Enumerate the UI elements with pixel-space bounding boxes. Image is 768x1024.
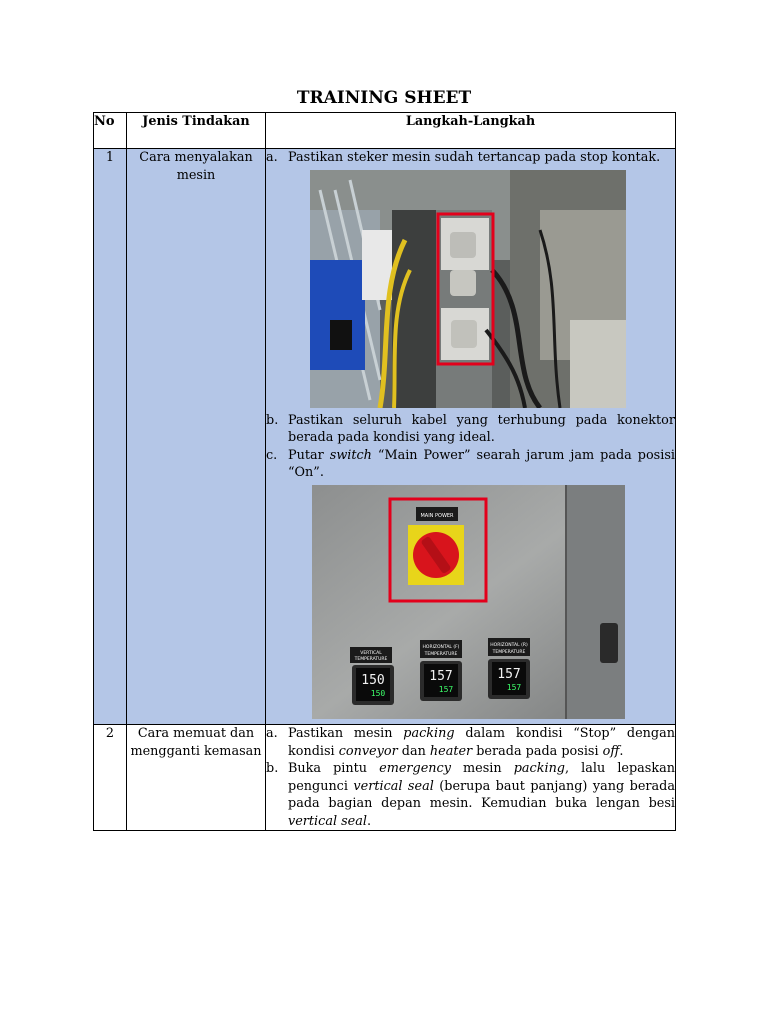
emphasis-text: packing bbox=[403, 726, 455, 741]
step-text: (berupa baut panjang) yang berada pada b… bbox=[288, 778, 675, 812]
table-row: 2 Cara memuat dan mengganti kemasan a. Pa… bbox=[93, 724, 676, 831]
emphasis-text: vertical seal bbox=[353, 778, 434, 794]
step-text: Pastikan seluruh kabel yang terhubung pa… bbox=[288, 412, 675, 446]
row-steps: a. Pastikan mesin packing dalam kondisi “… bbox=[265, 724, 676, 831]
emphasis-text: packing bbox=[513, 761, 566, 776]
step-text: Putar bbox=[288, 447, 330, 463]
meter-label: TEMPERATURE bbox=[424, 651, 458, 657]
step-text: . bbox=[366, 813, 372, 829]
header-steps: Langkah-Langkah bbox=[265, 112, 676, 149]
training-table: No Jenis Tindakan Langkah-Langkah 1 Cara… bbox=[93, 112, 676, 831]
table-header-row: No Jenis Tindakan Langkah-Langkah bbox=[93, 112, 676, 149]
meter-sv: 157 bbox=[439, 685, 454, 694]
row-number: 2 bbox=[93, 724, 127, 831]
temperature-meter: HORIZONTAL (R) TEMPERATURE 157 157 bbox=[488, 637, 530, 699]
step-text: , lalu lepaskan pengunci bbox=[288, 761, 675, 794]
step-text: mesin bbox=[450, 761, 514, 776]
row-action: Cara menyalakan mesin bbox=[126, 148, 266, 725]
step-marker: b. bbox=[266, 761, 279, 776]
step-item: b. Pastikan seluruh kabel yang terhubung … bbox=[266, 412, 675, 447]
temperature-meter: HORIZONTAL (F) TEMPERATURE 157 157 bbox=[420, 639, 462, 701]
header-no: No bbox=[93, 112, 127, 149]
emphasis-text: off bbox=[602, 743, 620, 759]
emphasis-text: heater bbox=[429, 743, 473, 759]
meter-sv: 150 bbox=[371, 689, 386, 698]
header-action: Jenis Tindakan bbox=[126, 112, 266, 149]
power-socket-photo bbox=[310, 169, 626, 408]
step-marker: a. bbox=[266, 150, 278, 165]
step-text: Pastikan steker mesin sudah tertancap pa… bbox=[288, 150, 661, 165]
meter-pv: 157 bbox=[497, 667, 520, 682]
step-marker: c. bbox=[266, 447, 278, 463]
step-text: “Main Power” searah jarum jam pada posis… bbox=[288, 447, 675, 481]
meter-label: TEMPERATURE bbox=[492, 649, 526, 655]
emphasis-text: switch bbox=[329, 447, 372, 463]
page-title: TRAINING SHEET bbox=[296, 88, 472, 108]
step-text: Buka pintu bbox=[288, 761, 380, 776]
temperature-meter: VERTICAL TEMPERATURE 150 150 bbox=[350, 646, 394, 705]
step-text: berada pada posisi bbox=[472, 743, 603, 759]
step-text: dalam kondisi “Stop” dengan kondisi bbox=[288, 726, 675, 759]
step-item: a. Pastikan steker mesin sudah tertancap … bbox=[266, 149, 675, 167]
emphasis-text: conveyor bbox=[338, 743, 398, 759]
meter-label: TEMPERATURE bbox=[354, 656, 388, 662]
row-steps: a. Pastikan steker mesin sudah tertancap … bbox=[265, 148, 676, 725]
step-marker: a. bbox=[266, 726, 278, 741]
step-item: a. Pastikan mesin packing dalam kondisi “… bbox=[266, 725, 675, 760]
meter-sv: 157 bbox=[507, 683, 522, 692]
row-action: Cara memuat dan mengganti kemasan bbox=[126, 724, 266, 831]
main-power-panel-photo: MAIN POWER VERTICAL TEMPERATURE 150 150 bbox=[312, 484, 625, 719]
meter-pv: 150 bbox=[361, 673, 384, 688]
meter-label: HORIZONTAL (R) bbox=[490, 642, 528, 648]
step-text: Pastikan mesin bbox=[288, 726, 404, 741]
step-item: b. Buka pintu emergency mesin packing, la… bbox=[266, 760, 675, 830]
step-text: . bbox=[619, 743, 624, 759]
main-power-label: MAIN POWER bbox=[420, 513, 454, 519]
step-text: dan bbox=[397, 743, 430, 759]
emphasis-text: vertical seal bbox=[288, 813, 367, 829]
meter-label: VERTICAL bbox=[360, 650, 382, 656]
row-number: 1 bbox=[93, 148, 127, 725]
meter-pv: 157 bbox=[429, 669, 452, 684]
step-item: c. Putar switch “Main Power” searah jarum… bbox=[266, 447, 675, 482]
step-marker: b. bbox=[266, 412, 279, 428]
table-row: 1 Cara menyalakan mesin a. Pastikan steke… bbox=[93, 148, 676, 725]
emphasis-text: emergency bbox=[379, 761, 451, 776]
meter-label: HORIZONTAL (F) bbox=[423, 644, 460, 650]
